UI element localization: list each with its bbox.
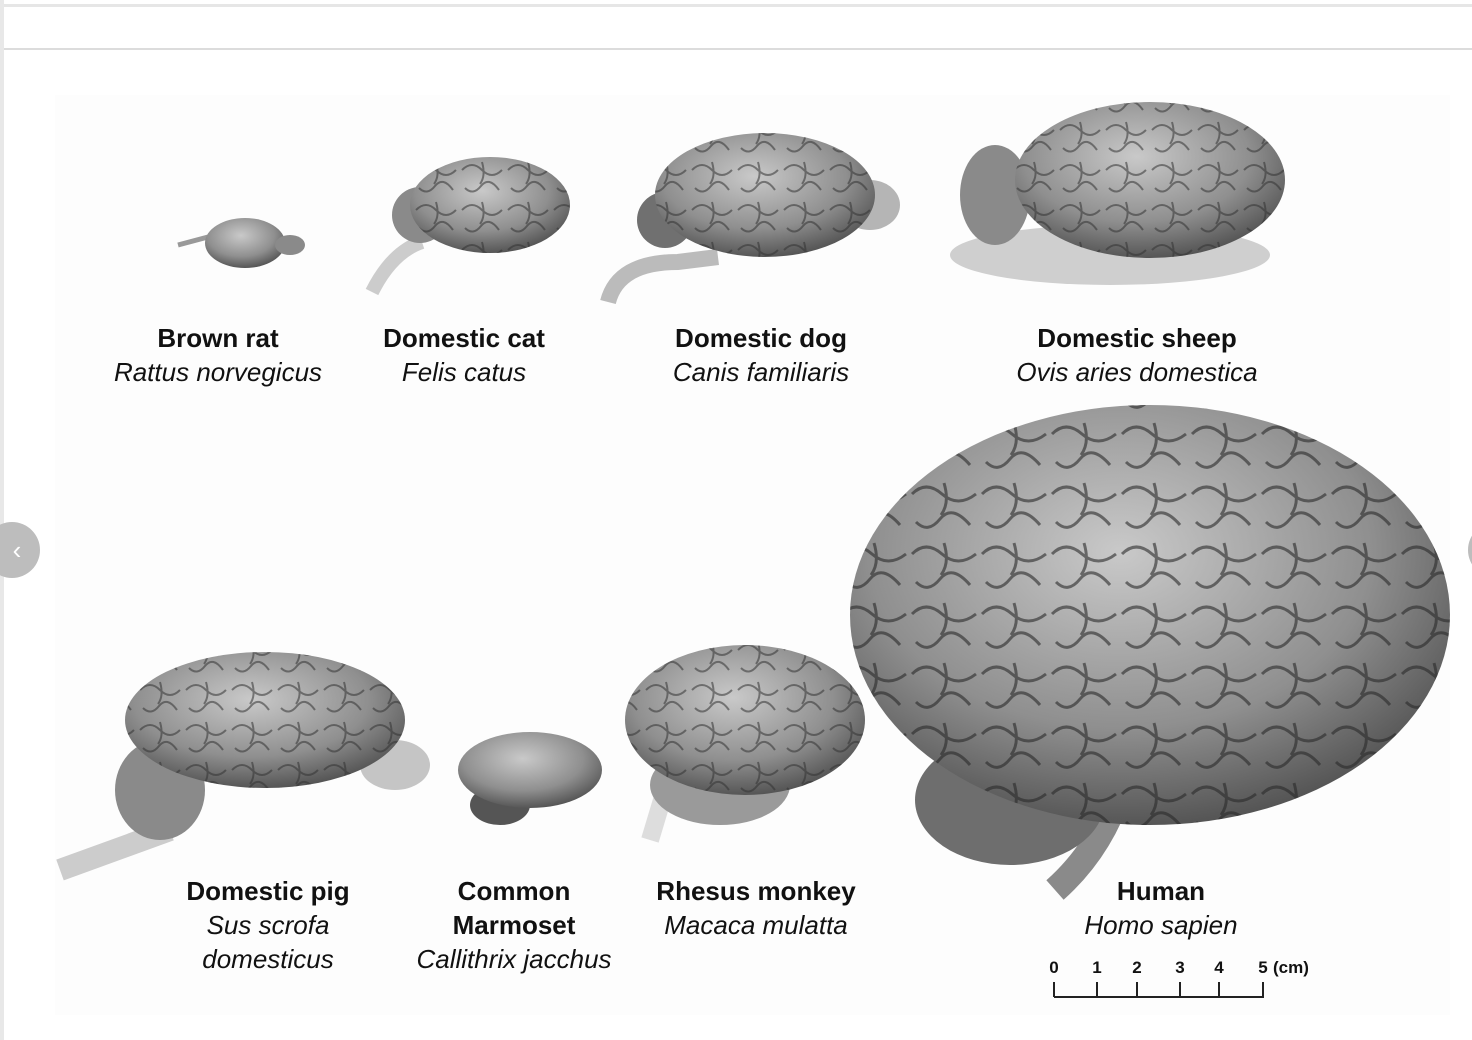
- window-left-edge: [0, 0, 4, 1040]
- scale-tick-label: 1: [1092, 958, 1102, 977]
- label-rhesus-monkey: Rhesus monkey Macaca mulatta: [656, 876, 856, 940]
- scale-tick-label: 0: [1049, 958, 1059, 977]
- label-brown-rat: Brown rat Rattus norvegicus: [113, 323, 323, 387]
- domestic-dog-brain-image: [600, 133, 900, 305]
- viewer-top-bar: [4, 4, 1472, 50]
- scale-tick-label: 3: [1175, 958, 1185, 977]
- common-marmoset-brain-image: [458, 732, 602, 825]
- label-human: Human Homo sapien: [1084, 876, 1238, 940]
- domestic-pig-brain-image: [56, 652, 430, 881]
- scale-tick-label: 5: [1258, 958, 1268, 977]
- scale-tick-label: 4: [1214, 958, 1224, 977]
- domestic-cat-brain-image: [365, 157, 570, 296]
- label-common-marmoset: Common Marmoset Callithrix jacchus: [416, 876, 612, 974]
- chevron-left-icon: ‹: [12, 534, 22, 565]
- next-image-button[interactable]: ›: [1468, 522, 1472, 578]
- label-domestic-pig: Domestic pig Sus scrofa domesticus: [186, 876, 350, 974]
- scale-bar: 0 1 2 3 4 5 (cm): [1040, 958, 1340, 1008]
- scale-tick-label: 2: [1132, 958, 1142, 977]
- scale-ruler: [1053, 982, 1264, 998]
- brown-rat-brain-image: [177, 218, 305, 268]
- human-brain-image: [850, 405, 1450, 900]
- scale-unit: (cm): [1273, 958, 1309, 977]
- rhesus-monkey-brain-image: [625, 645, 865, 843]
- domestic-sheep-brain-image: [950, 102, 1285, 285]
- label-domestic-sheep: Domestic sheep Ovis aries domestica: [1016, 323, 1258, 387]
- label-domestic-cat: Domestic cat Felis catus: [383, 323, 545, 387]
- label-domestic-dog: Domestic dog Canis familiaris: [672, 323, 850, 387]
